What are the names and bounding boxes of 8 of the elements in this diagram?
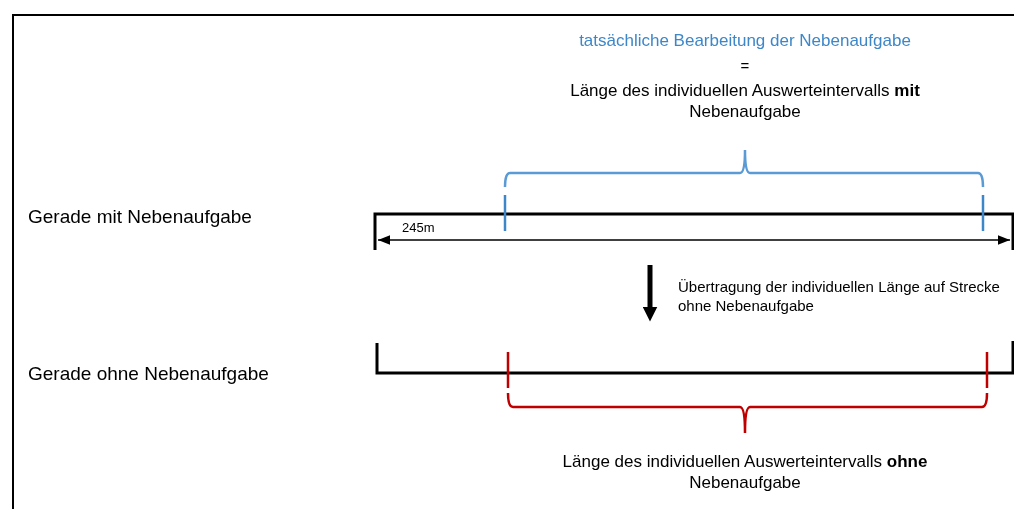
- equals-sign: =: [739, 57, 751, 76]
- bracket-caption: tatsächliche Bearbeitung der Nebenaufgabe: [578, 30, 912, 52]
- row-label: Gerade mit Nebenaufgabe: [28, 205, 252, 229]
- interval-caption: Länge des individuellen Auswerteintervalls mit Nebenaufgabe: [569, 80, 921, 123]
- row-label: Gerade ohne Nebenaufgabe: [28, 362, 269, 386]
- interval-caption: Länge des individuellen Auswerteintervalls ohne Nebenaufgabe: [561, 451, 929, 494]
- transfer-note: Übertragung der individuellen Länge auf Strecke ohne Nebenaufgabe: [678, 278, 1001, 316]
- dimension-label: 245m: [402, 220, 435, 237]
